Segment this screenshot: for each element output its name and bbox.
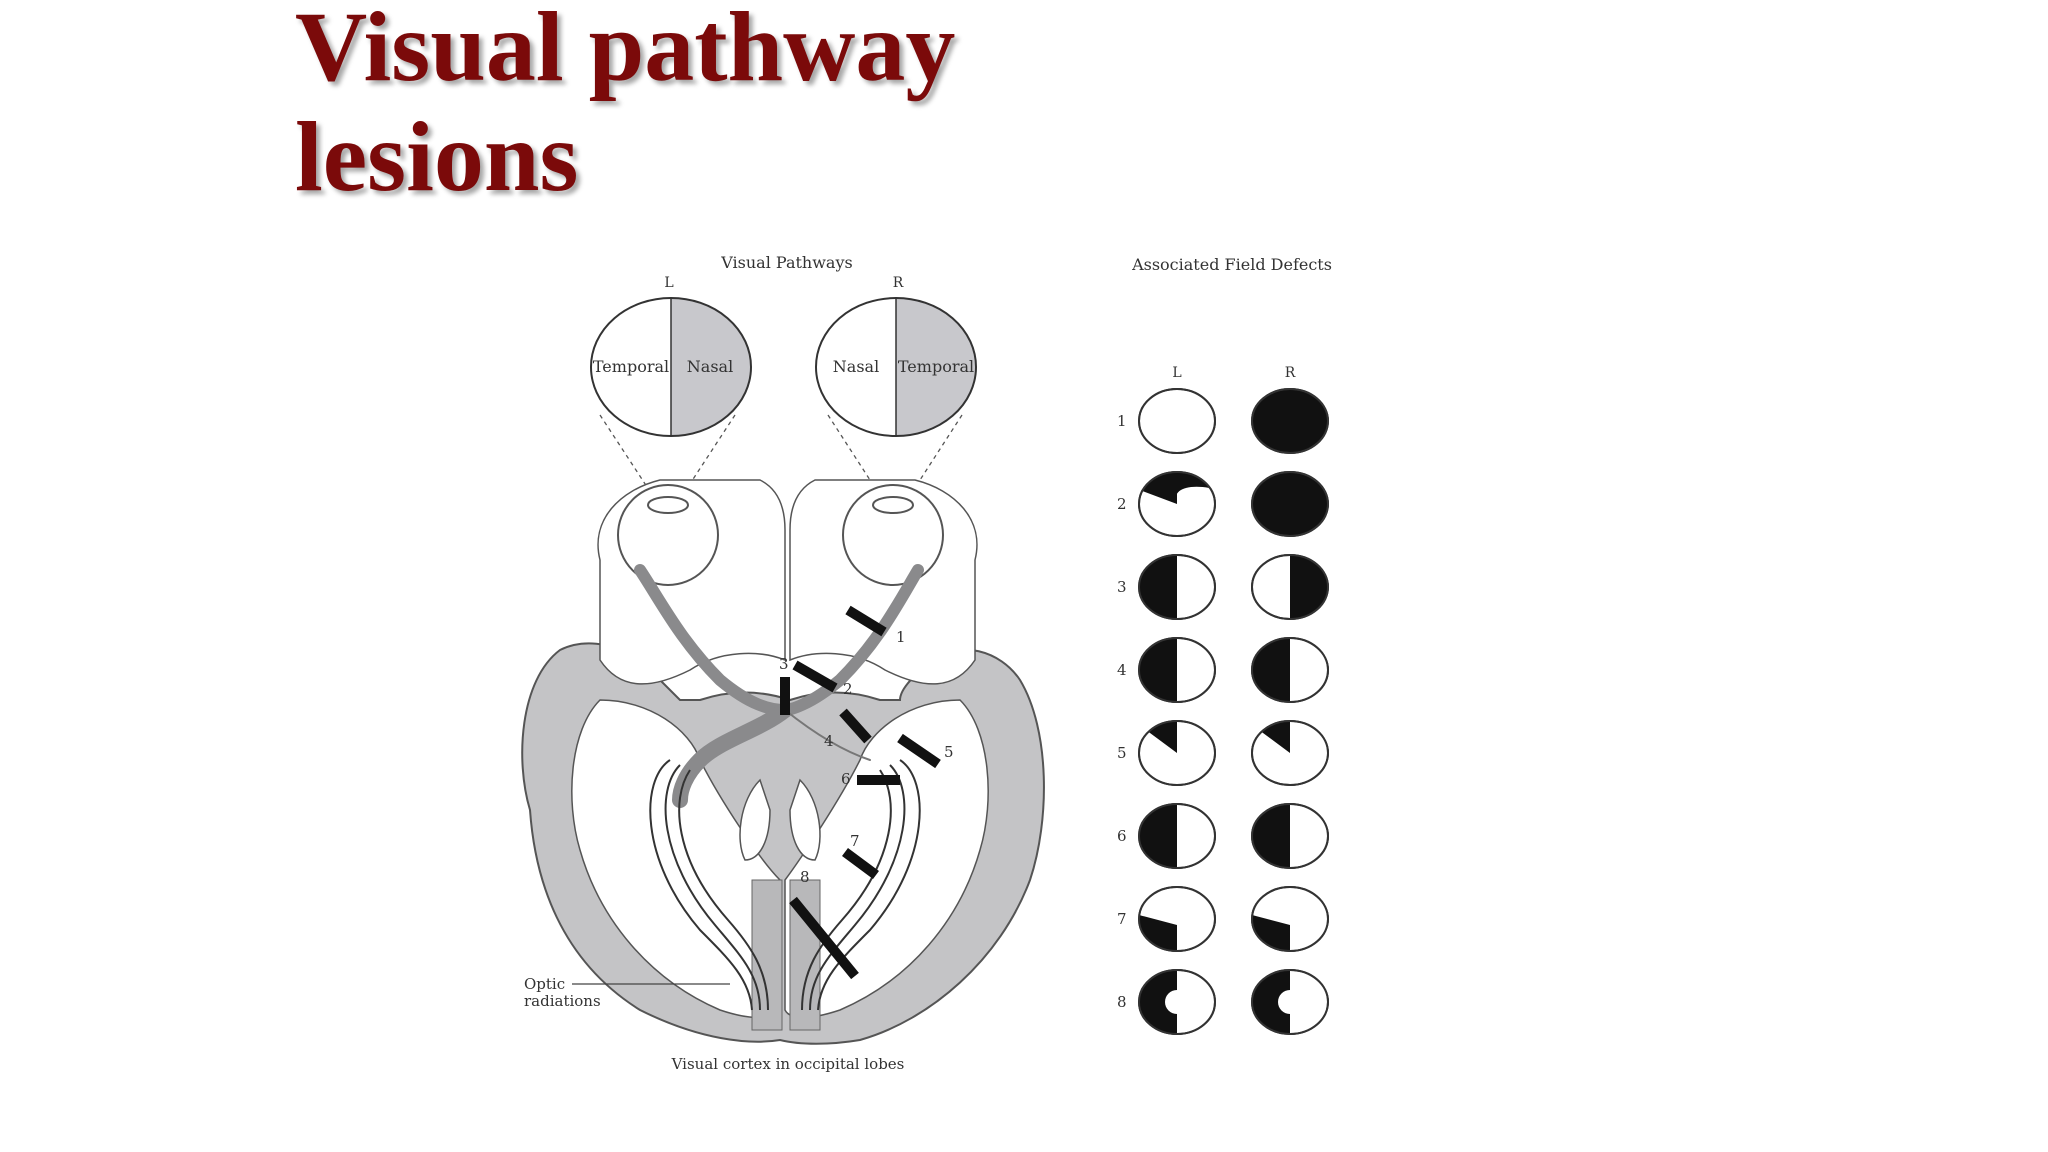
lesion-bars xyxy=(780,605,941,980)
field-defect-row: 6 xyxy=(1117,803,1329,869)
diagram-heading: Visual Pathways xyxy=(720,253,852,272)
field-defect-row-number: 5 xyxy=(1117,744,1127,762)
left-visual-field: Temporal Nasal xyxy=(590,297,752,437)
right-nasal-label: Nasal xyxy=(833,357,879,376)
field-defects-heading: Associated Field Defects xyxy=(1131,255,1332,274)
left-eye-field-defect xyxy=(1138,554,1216,620)
right-eye-field-defect xyxy=(1251,554,1329,620)
optic-radiations-label-line2: radiations xyxy=(524,992,601,1010)
field-defect-row-number: 1 xyxy=(1117,412,1127,430)
left-eye-field-defect xyxy=(1138,803,1216,869)
slide-title-line-1: Visual pathway xyxy=(295,0,956,102)
lesion-number-8: 8 xyxy=(800,868,810,886)
lesion-number-2: 2 xyxy=(843,680,853,698)
right-visual-field: Nasal Temporal xyxy=(815,297,977,437)
optic-radiations-label-line1: Optic xyxy=(524,975,565,993)
field-defect-row: 2 xyxy=(1117,471,1329,537)
lesion-number-4: 4 xyxy=(824,732,834,750)
right-temporal-label: Temporal xyxy=(898,357,974,376)
field-defect-row-number: 2 xyxy=(1117,495,1127,513)
right-eye-field-defect xyxy=(1251,471,1329,537)
slide-title: Visual pathway lesions xyxy=(295,0,955,212)
field-defect-row: 3 xyxy=(1117,554,1329,620)
field-defects-col-left: L xyxy=(1172,365,1181,381)
field-defects-col-right: R xyxy=(1285,365,1296,381)
left-temporal-label: Temporal xyxy=(593,357,669,376)
right-eye-field-defect xyxy=(1251,388,1329,454)
visual-cortex-label: Visual cortex in occipital lobes xyxy=(671,1055,905,1073)
left-eye-field-defect xyxy=(1138,471,1216,537)
field-defect-row: 5 xyxy=(1117,720,1329,786)
field-defect-row: 1 xyxy=(1117,388,1329,454)
field-defect-row-number: 6 xyxy=(1117,827,1127,845)
lesion-number-5: 5 xyxy=(944,743,954,761)
field-defect-row-number: 3 xyxy=(1117,578,1127,596)
left-eye-field-defect xyxy=(1138,886,1216,952)
field-defect-rows: 1 2 3 4 5 6 7 8 xyxy=(1117,388,1329,1035)
left-eye-field-defect xyxy=(1138,720,1216,786)
right-eye-field-defect xyxy=(1251,969,1329,1035)
optic-radiations xyxy=(649,759,921,1011)
eye-right-label: R xyxy=(893,275,904,291)
lesion-number-6: 6 xyxy=(841,770,851,788)
field-defect-row: 7 xyxy=(1117,886,1329,952)
left-eye-field-defect xyxy=(1138,969,1216,1035)
slide-title-line-2: lesions xyxy=(295,101,579,212)
lesion-number-labels: 1 2 3 4 5 6 7 8 xyxy=(779,628,954,886)
field-defect-row: 4 xyxy=(1117,637,1329,703)
lesion-number-7: 7 xyxy=(850,832,860,850)
field-defect-row-number: 8 xyxy=(1117,993,1127,1011)
left-eye-field-defect xyxy=(1138,637,1216,703)
lesion-number-1: 1 xyxy=(896,628,906,646)
field-defect-row: 8 xyxy=(1117,969,1329,1035)
left-nasal-label: Nasal xyxy=(687,357,733,376)
eye-left-label: L xyxy=(664,275,673,291)
right-eye-field-defect xyxy=(1251,720,1329,786)
field-defect-row-number: 4 xyxy=(1117,661,1127,679)
right-eye-field-defect xyxy=(1251,637,1329,703)
right-eye-field-defect xyxy=(1251,803,1329,869)
left-eye-field-defect xyxy=(1138,388,1216,454)
eye-globes xyxy=(617,484,944,586)
field-defect-row-number: 7 xyxy=(1117,910,1127,928)
brain-outline xyxy=(521,479,1045,1045)
right-eye-field-defect xyxy=(1251,886,1329,952)
lesion-number-3: 3 xyxy=(779,655,789,673)
